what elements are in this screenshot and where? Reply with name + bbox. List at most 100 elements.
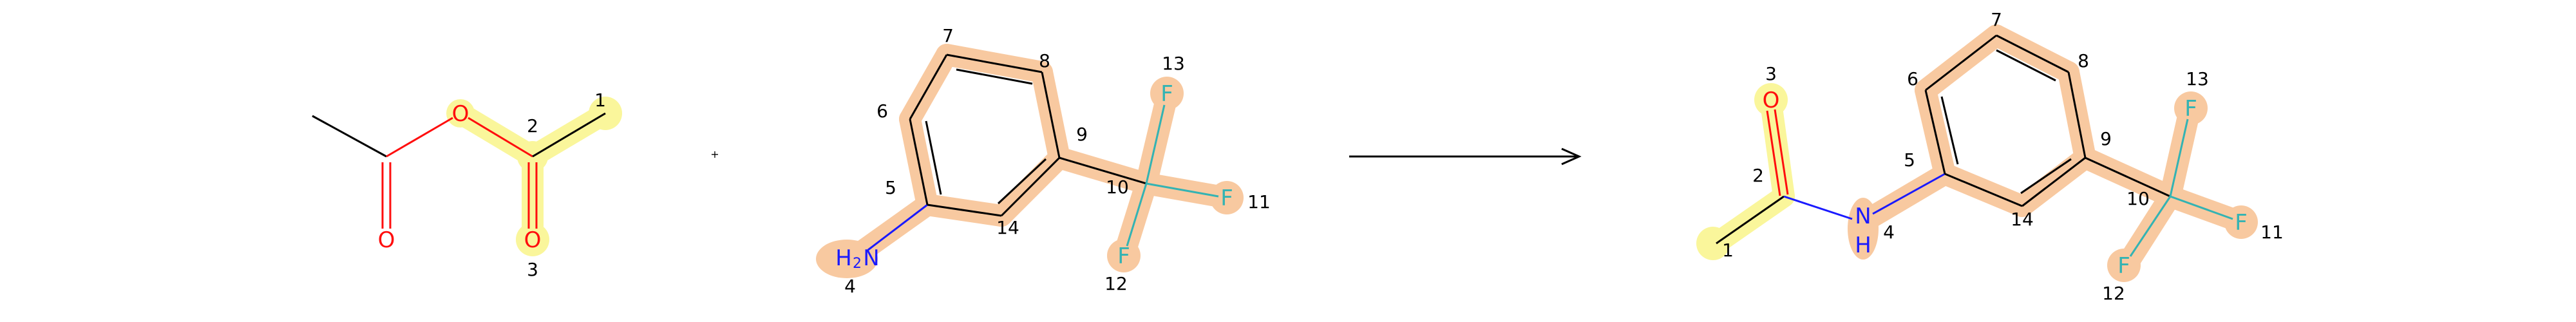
bond-c6-c7-product	[1925, 34, 1997, 91]
bond-c14-c5-product	[1944, 173, 2023, 207]
highlight-atoms-product-orange	[1848, 91, 2258, 282]
highlight-atom-f12-product	[2107, 249, 2141, 282]
bond-methyl-left	[312, 115, 387, 158]
bond-c14-c5	[927, 204, 1002, 217]
highlight-group-product-orange	[1852, 24, 2252, 275]
highlight-atom-o-bridge	[446, 99, 475, 128]
bond-c1-c2-product	[1716, 195, 1785, 245]
product-acetamide: O N H F F F 1 2 3 4 5 6 7 8 9 10 11 12 1…	[1696, 9, 2284, 304]
bond-c9-c14-product	[2022, 156, 2086, 207]
bond-c10-f13	[1145, 104, 1166, 184]
bond-c2-o3-double-b	[1774, 109, 1789, 195]
bond-n4-c5-product	[1872, 173, 1946, 215]
map-number-f11-product: 11	[2260, 222, 2284, 243]
highlight-atom-f13	[1150, 77, 1184, 110]
atom-nh2-subscript: 2	[853, 256, 862, 272]
map-number-f13-product: 13	[2186, 68, 2209, 90]
atom-n4-product: N	[1855, 204, 1871, 229]
map-number-c5-product: 5	[1904, 149, 1915, 171]
aromatic-inner-c7-c8-product	[1996, 49, 2056, 82]
atoms-product: O N H F F F	[1763, 88, 2248, 279]
bond-n4-c5	[867, 204, 928, 251]
plus-sign: +	[710, 148, 719, 160]
map-number-f12: 12	[1104, 273, 1128, 294]
map-number-c9-product: 9	[2100, 128, 2112, 149]
highlight-atom-c1-product	[1696, 227, 1730, 260]
map-number-n4: 4	[844, 276, 856, 297]
map-number-c7-product: 7	[1991, 9, 2002, 30]
bonds-reactant-2	[867, 53, 1219, 251]
atom-f11-product: F	[2235, 210, 2248, 236]
map-number-c1: 1	[594, 90, 606, 111]
atom-f12: F	[1117, 243, 1130, 269]
map-number-c8: 8	[1039, 50, 1050, 71]
aromatic-inner-c9-c14-product	[2020, 158, 2072, 194]
bonds-reactant-1	[312, 112, 606, 229]
map-number-o3: 3	[527, 259, 538, 280]
highlight-bond-c2-o3	[1760, 92, 1795, 207]
aromatic-inner-c5-c6-product	[1940, 96, 1959, 165]
atom-o-left-carbonyl: O	[378, 227, 395, 253]
map-number-c2: 2	[527, 115, 538, 137]
map-number-c5: 5	[885, 177, 896, 198]
bond-c9-c14	[1000, 156, 1061, 217]
atom-f13-product: F	[2184, 96, 2197, 122]
aromatic-inner-c5-c6	[925, 120, 942, 195]
bonds-product	[1716, 34, 2233, 257]
bond-c9-c10	[1059, 156, 1147, 185]
map-numbers-product: 1 2 3 4 5 6 7 8 9 10 11 12 13 14	[1722, 9, 2284, 304]
bond-left-carbonyl-o-bridge	[386, 117, 453, 158]
map-number-c10: 10	[1106, 176, 1129, 198]
map-number-f13: 13	[1162, 53, 1185, 74]
bond-c10-f12-product	[2129, 196, 2172, 257]
map-number-c8-product: 8	[2078, 50, 2089, 71]
atoms-reactant-2: H 2 N F F F	[835, 81, 1233, 272]
map-number-c1-product: 1	[1722, 240, 1734, 261]
reaction-arrow	[1349, 147, 1582, 166]
map-number-c7: 7	[942, 25, 954, 46]
atom-h4-product: H	[1855, 232, 1871, 258]
map-number-c9: 9	[1076, 124, 1088, 145]
map-numbers-reactant-2: 4 5 6 7 8 9 10 11 12 13 14	[844, 25, 1271, 297]
atom-f13: F	[1160, 81, 1173, 107]
atom-nh2-h: H	[835, 245, 852, 271]
highlight-atom-f11	[1210, 181, 1244, 214]
highlight-atoms-reactant-2	[816, 77, 1244, 278]
map-numbers-reactant-1: 1 2 3	[527, 90, 606, 280]
map-number-c10-product: 10	[2126, 188, 2150, 209]
aromatic-inner-c9-c14	[997, 158, 1047, 205]
bond-c7-c8	[946, 53, 1043, 73]
bond-c9-c10-product	[2085, 156, 2171, 198]
reactant-acetic-anhydride: O O O 1 2 3	[312, 90, 622, 280]
bond-c10-f13-product	[2169, 118, 2189, 197]
map-number-c6-product: 6	[1907, 68, 1918, 90]
map-number-f12-product: 12	[2102, 283, 2125, 304]
map-number-c14-product: 14	[2011, 209, 2034, 230]
bond-o-bridge-c2	[468, 117, 533, 158]
bond-c8-c9-product	[2067, 71, 2087, 158]
highlight-atom-n4-product	[1848, 198, 1879, 260]
highlight-group-product-yellow	[1705, 92, 1795, 254]
map-number-c2-product: 2	[1752, 165, 1764, 186]
atoms-reactant-1: O O O	[378, 101, 542, 253]
map-number-f11: 11	[1247, 191, 1271, 213]
bond-c10-f11-product	[2170, 195, 2233, 220]
atom-o-bridge: O	[452, 101, 469, 127]
bond-c2-o3-double-a	[1766, 110, 1781, 196]
bond-c10-f12	[1126, 183, 1148, 247]
map-number-o3-product: 3	[1765, 63, 1777, 84]
map-number-c14: 14	[996, 217, 1019, 238]
map-number-n4-product: 4	[1883, 222, 1895, 243]
atom-o3: O	[524, 227, 542, 253]
highlight-atom-f13-product	[2174, 91, 2208, 125]
highlight-atom-f12	[1107, 239, 1141, 272]
bond-c2-n4-product	[1783, 195, 1853, 220]
highlight-atom-n4	[816, 240, 878, 278]
aromatic-inner-c7-c8	[956, 68, 1033, 85]
atom-f12-product: F	[2117, 253, 2130, 279]
atom-nh2-n: N	[863, 245, 879, 271]
bond-c5-c6	[909, 118, 929, 205]
bond-c2-c1	[532, 112, 606, 158]
highlight-atom-o3-product	[1754, 83, 1788, 117]
